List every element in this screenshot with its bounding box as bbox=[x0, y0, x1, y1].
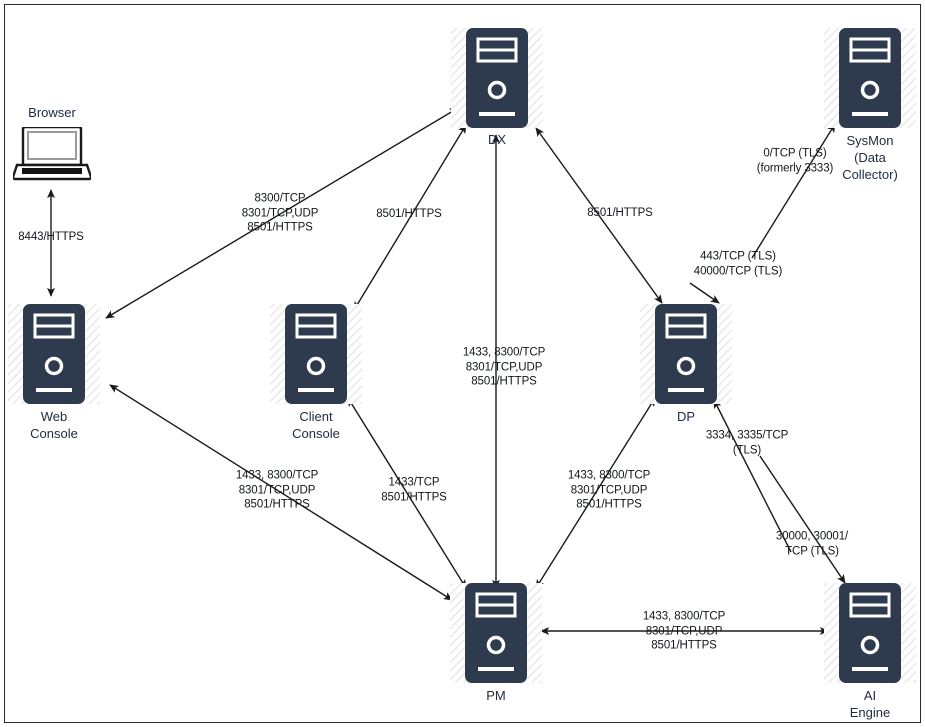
server-tower-icon bbox=[466, 28, 528, 128]
node-label-pm: PM bbox=[486, 688, 506, 703]
edge-dp-to-sysmon bbox=[751, 123, 836, 259]
edge-label-dp-pm: 1433, 8300/TCP 8301/TCP,UDP 8501/HTTPS bbox=[567, 469, 651, 511]
edge-dx-dp bbox=[535, 127, 663, 304]
edge-client-console-dx bbox=[353, 124, 467, 311]
edge-label-pm-ai-engine: 1433, 8300/TCP 8301/TCP,UDP 8501/HTTPS bbox=[642, 610, 726, 652]
server-tower-icon bbox=[839, 583, 901, 683]
server-tower-icon bbox=[655, 304, 717, 404]
edge-label-dp-ai-engine: 30000, 30001/ TCP (TLS) bbox=[775, 530, 849, 558]
node-client-console[interactable] bbox=[270, 304, 362, 404]
edge-label-sysmon-dp: 443/TCP (TLS) 40000/TCP (TLS) bbox=[693, 250, 783, 278]
node-dp[interactable] bbox=[640, 304, 732, 404]
edge-client-console-pm bbox=[347, 397, 467, 589]
edge-lines bbox=[46, 107, 846, 636]
node-pm[interactable] bbox=[450, 583, 542, 683]
edge-label-client-console-dx: 8501/HTTPS bbox=[376, 207, 442, 220]
node-icons bbox=[8, 28, 916, 683]
node-dx[interactable] bbox=[451, 28, 543, 128]
edge-dp-to-ai-engine bbox=[759, 455, 846, 584]
edge-label-client-console-pm: 1433/TCP 8501/HTTPS bbox=[381, 476, 447, 504]
edge-label-web-console-dx: 8300/TCP 8301/TCP,UDP 8501/HTTPS bbox=[241, 192, 319, 234]
edge-label-browser-web-console: 8443/HTTPS bbox=[18, 230, 84, 243]
edge-sysmon-to-dp bbox=[689, 282, 720, 304]
node-label-client-console: Client Console bbox=[292, 409, 340, 441]
node-ai-engine[interactable] bbox=[824, 583, 916, 683]
node-label-dx: DX bbox=[487, 132, 507, 147]
server-tower-icon bbox=[23, 304, 85, 404]
laptop-icon bbox=[13, 127, 91, 181]
server-tower-icon bbox=[285, 304, 347, 404]
edge-dp-pm bbox=[535, 397, 656, 589]
node-browser[interactable] bbox=[13, 127, 91, 181]
node-label-web-console: Web Console bbox=[30, 409, 78, 441]
edge-label-dx-pm: 1433, 8300/TCP 8301/TCP,UDP 8501/HTTPS bbox=[462, 346, 546, 388]
edge-label-dp-sysmon: 0/TCP (TLS) (formerly 3333) bbox=[756, 147, 834, 175]
node-label-sysmon: SysMon (Data Collector) bbox=[842, 133, 898, 182]
node-label-ai-engine: AI Engine bbox=[849, 688, 891, 720]
node-web-console[interactable] bbox=[8, 304, 100, 404]
node-label-dp: DP bbox=[676, 409, 696, 424]
edge-ai-engine-to-dp bbox=[713, 399, 792, 553]
node-label-browser: Browser bbox=[28, 105, 76, 120]
edge-label-ai-engine-dp: 3334, 3335/TCP (TLS) bbox=[705, 429, 789, 457]
server-tower-icon bbox=[465, 583, 527, 683]
edge-label-dx-dp: 8501/HTTPS bbox=[587, 206, 653, 219]
edge-label-web-console-pm: 1433, 8300/TCP 8301/TCP,UDP 8501/HTTPS bbox=[235, 469, 319, 511]
server-tower-icon bbox=[839, 28, 901, 128]
node-sysmon[interactable] bbox=[824, 28, 916, 128]
